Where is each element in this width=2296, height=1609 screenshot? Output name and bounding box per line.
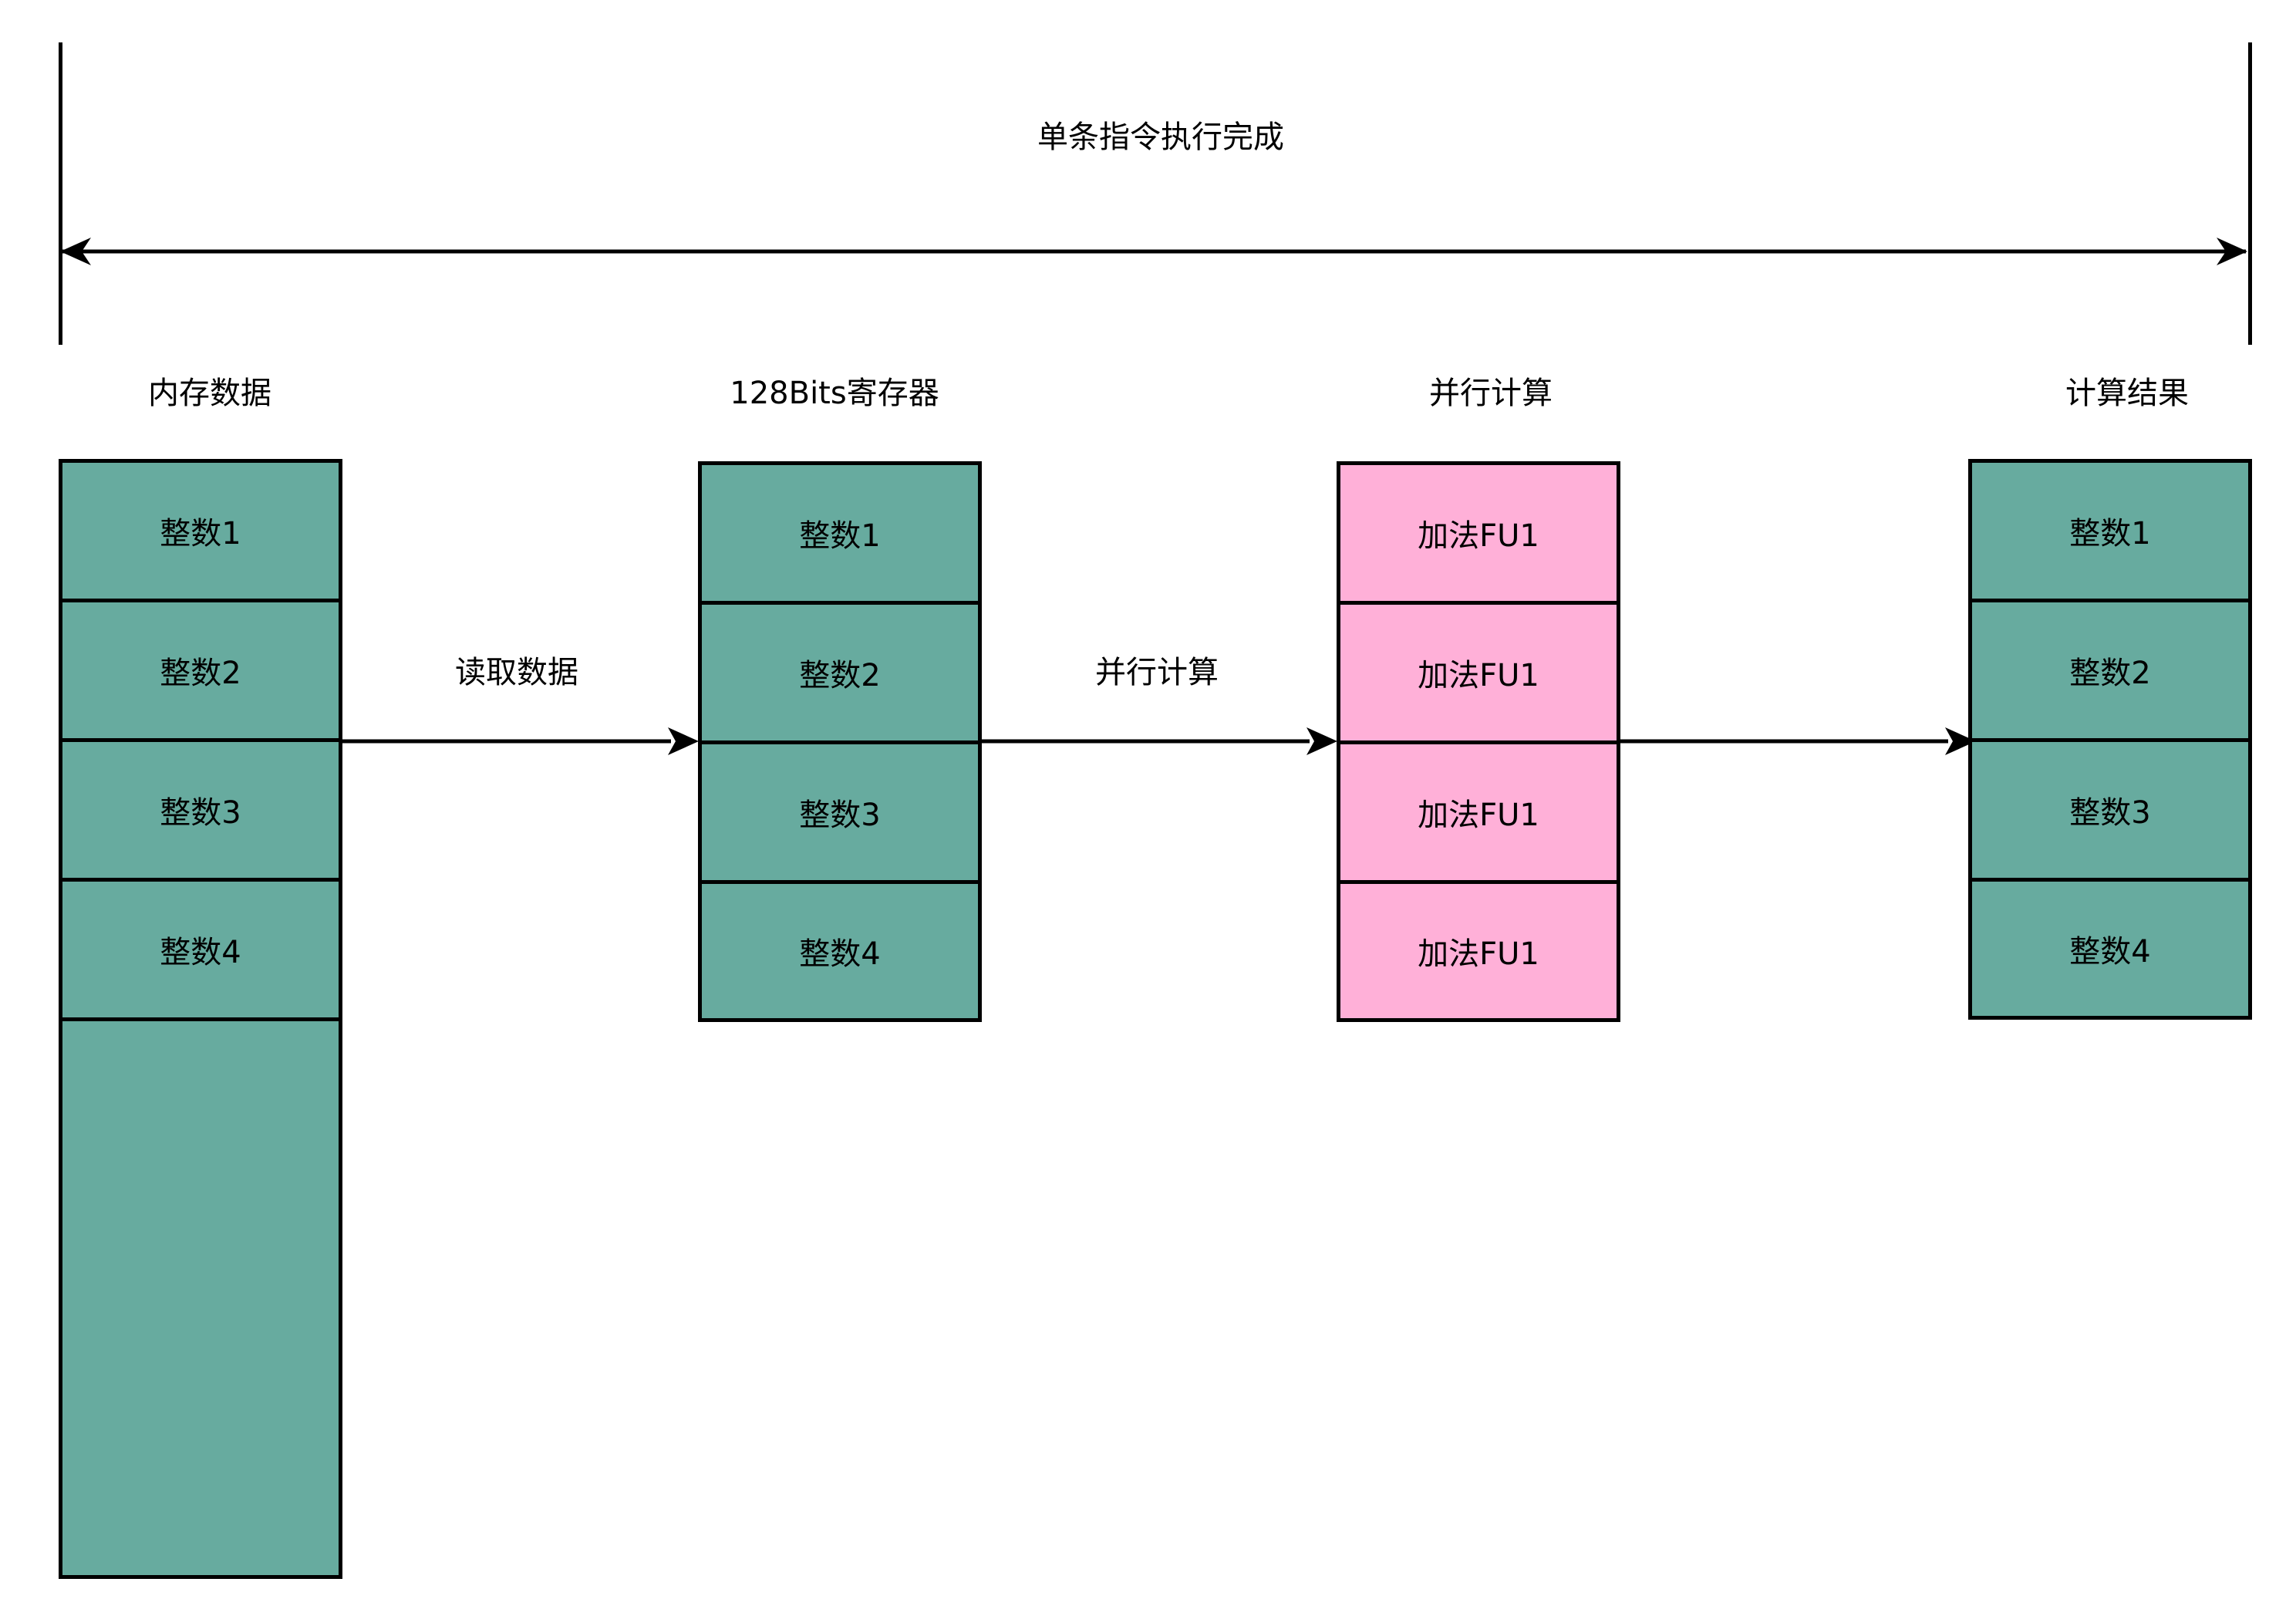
result-cell-4: 整数4	[2069, 934, 2151, 970]
span-title: 单条指令执行完成	[1037, 120, 1284, 155]
span-double-arrow	[60, 238, 2247, 265]
memory-cell-2: 整数2	[62, 602, 339, 742]
adder-fu-cell-3: 加法FU1	[1340, 744, 1617, 884]
span-left-marker	[59, 42, 62, 345]
memory-data-column: 整数1 整数2 整数3 整数4	[59, 459, 342, 1579]
result-column: 整数1 整数2 整数3 整数4	[1968, 459, 2252, 1020]
result-cell-2: 整数2	[1972, 602, 2248, 742]
adder-column: 加法FU1 加法FU1 加法FU1 加法FU1	[1337, 461, 1620, 1022]
register-column: 整数1 整数2 整数3 整数4	[698, 461, 982, 1022]
parallel-compute-arrow	[979, 727, 1337, 755]
read-data-label: 读取数据	[455, 655, 578, 690]
memory-cell-4: 整数4	[62, 882, 339, 1021]
header-parallel-compute: 并行计算	[1429, 376, 1553, 411]
result-cell-1: 整数1	[1972, 463, 2248, 602]
result-arrow	[1620, 727, 1976, 755]
adder-fu-cell-1: 加法FU1	[1340, 465, 1617, 605]
adder-fu-cell-4: 加法FU1	[1418, 936, 1539, 972]
register-cell-3: 整数3	[702, 744, 978, 884]
adder-fu-cell-2: 加法FU1	[1340, 605, 1617, 744]
header-result: 计算结果	[2065, 376, 2189, 411]
memory-cell-1: 整数1	[62, 463, 339, 602]
result-cell-3: 整数3	[1972, 742, 2248, 882]
register-cell-2: 整数2	[702, 605, 978, 744]
memory-cell-3: 整数3	[62, 742, 339, 882]
register-cell-4: 整数4	[799, 936, 881, 972]
header-register: 128Bits寄存器	[730, 376, 939, 411]
header-memory-data: 内存数据	[148, 376, 271, 411]
span-right-marker	[2248, 42, 2252, 345]
read-data-arrow	[340, 727, 699, 755]
register-cell-1: 整数1	[702, 465, 978, 605]
parallel-compute-label: 并行计算	[1095, 655, 1219, 690]
